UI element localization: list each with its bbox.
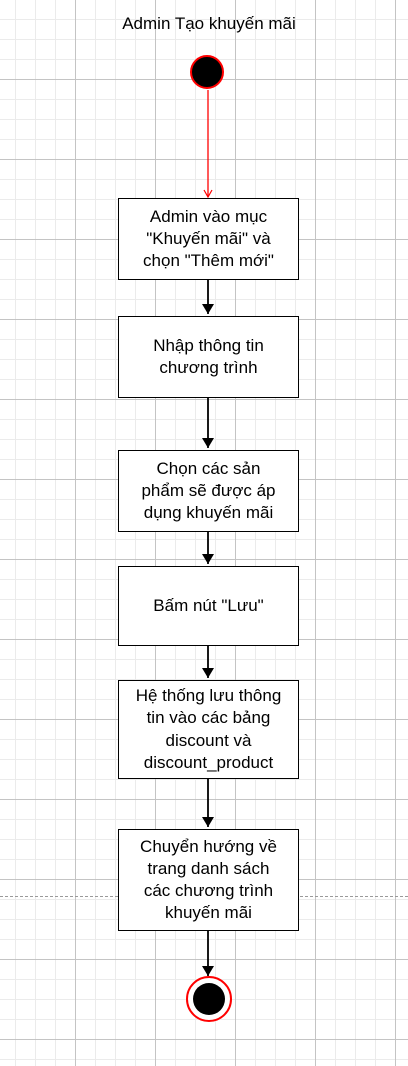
action-step-2: Nhập thông tin chương trình — [118, 316, 299, 398]
final-node-core — [193, 983, 225, 1015]
action-step-5: Hệ thống lưu thông tin vào các bảng disc… — [118, 680, 299, 779]
action-step-4: Bấm nút "Lưu" — [118, 566, 299, 646]
action-step-1: Admin vào mục "Khuyến mãi" và chọn "Thêm… — [118, 198, 299, 280]
action-step-3: Chọn các sản phẩm sẽ được áp dụng khuyến… — [118, 450, 299, 532]
final-node — [186, 976, 232, 1022]
diagram-title: Admin Tạo khuyến mãi — [122, 14, 296, 33]
action-step-6: Chuyển hướng về trang danh sách các chươ… — [118, 829, 299, 931]
initial-node — [190, 55, 224, 89]
